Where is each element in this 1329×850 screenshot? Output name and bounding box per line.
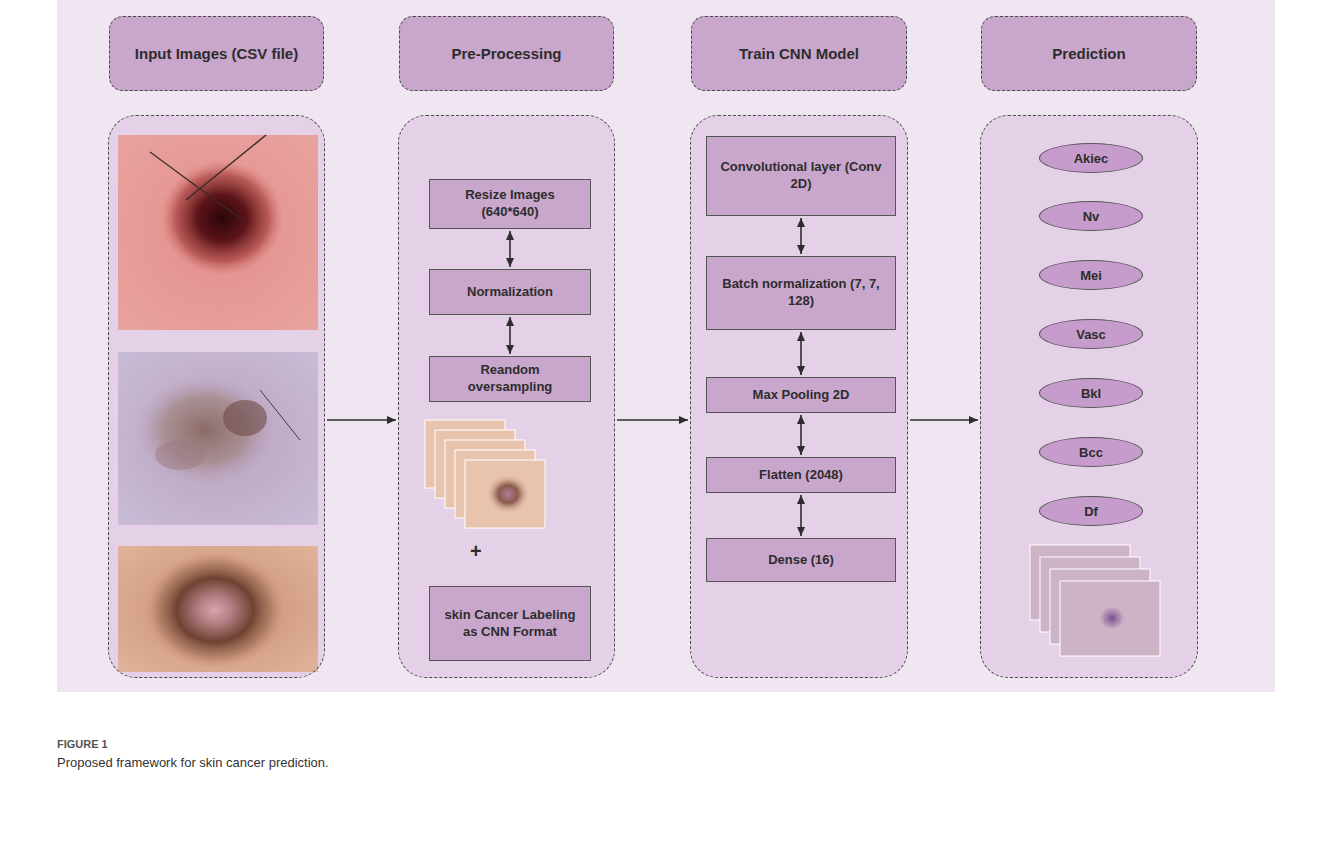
panel-fill xyxy=(980,115,1198,678)
node-text: Resize Images (640*640) xyxy=(438,187,582,221)
node-text: Batch normalization (7, 7, 128) xyxy=(715,276,887,310)
process-box: Max Pooling 2D xyxy=(706,377,896,413)
panel-fill xyxy=(108,115,325,678)
node-text: Vasc xyxy=(1076,327,1106,342)
column-panel: PredictionAkiecNvMeiVascBklBccDf xyxy=(980,115,1198,678)
process-box: skin Cancer Labeling as CNN Format xyxy=(429,586,591,661)
connector-arrow xyxy=(910,419,978,421)
header-text: Input Images (CSV file) xyxy=(135,44,298,64)
figure-caption: Proposed framework for skin cancer predi… xyxy=(57,755,329,770)
class-oval: Vasc xyxy=(1039,319,1143,349)
connector-arrow xyxy=(327,419,396,421)
node-text: Bcc xyxy=(1079,445,1103,460)
figure-number: FIGURE 1 xyxy=(57,738,108,750)
node-text: Nv xyxy=(1083,209,1100,224)
class-oval: Akiec xyxy=(1039,143,1143,173)
connector-arrow xyxy=(800,415,802,455)
connector-arrow xyxy=(617,419,688,421)
lesion-photo xyxy=(118,546,318,672)
figure-ground xyxy=(57,0,1275,692)
node-text: Convolutional layer (Conv 2D) xyxy=(715,159,887,193)
header-text: Train CNN Model xyxy=(739,44,859,64)
class-oval: Mei xyxy=(1039,260,1143,290)
connector-arrow xyxy=(800,332,802,375)
column-header: Prediction xyxy=(981,16,1197,91)
node-text: Normalization xyxy=(467,284,553,301)
process-box: Batch normalization (7, 7, 128) xyxy=(706,256,896,330)
lesion-photo xyxy=(118,135,318,330)
connector-arrow xyxy=(800,495,802,536)
class-oval: Df xyxy=(1039,496,1143,526)
node-text: Akiec xyxy=(1074,151,1109,166)
process-box: Resize Images (640*640) xyxy=(429,179,591,229)
column-panel: Train CNN ModelConvolutional layer (Conv… xyxy=(690,115,908,678)
header-text: Prediction xyxy=(1052,44,1125,64)
process-box: Dense (16) xyxy=(706,538,896,582)
connector-arrow xyxy=(509,317,511,354)
column-header: Pre-Processing xyxy=(399,16,614,91)
process-box: Flatten (2048) xyxy=(706,457,896,493)
node-text: Bkl xyxy=(1081,386,1101,401)
process-box: Reandom oversampling xyxy=(429,356,591,402)
node-text: Mei xyxy=(1080,268,1102,283)
connector-arrow xyxy=(800,218,802,254)
node-text: Max Pooling 2D xyxy=(753,387,850,404)
node-text: Flatten (2048) xyxy=(759,467,843,484)
node-text: Df xyxy=(1084,504,1098,519)
node-text: Reandom oversampling xyxy=(438,362,582,396)
column-panel: Input Images (CSV file) xyxy=(108,115,325,678)
process-box: Normalization xyxy=(429,269,591,315)
node-text: skin Cancer Labeling as CNN Format xyxy=(438,607,582,641)
column-header: Input Images (CSV file) xyxy=(109,16,324,91)
column-header: Train CNN Model xyxy=(691,16,907,91)
column-panel: Pre-ProcessingResize Images (640*640)Nor… xyxy=(398,115,615,678)
image-stack xyxy=(1030,545,1160,656)
panel-fill xyxy=(690,115,908,678)
image-stack xyxy=(425,420,545,528)
connector-arrow xyxy=(509,231,511,267)
process-box: Convolutional layer (Conv 2D) xyxy=(706,136,896,216)
node-text: Dense (16) xyxy=(768,552,834,569)
panel-fill xyxy=(398,115,615,678)
header-text: Pre-Processing xyxy=(451,44,561,64)
class-oval: Nv xyxy=(1039,201,1143,231)
class-oval: Bkl xyxy=(1039,378,1143,408)
plus-sign: + xyxy=(470,540,482,563)
class-oval: Bcc xyxy=(1039,437,1143,467)
lesion-photo xyxy=(118,352,318,525)
